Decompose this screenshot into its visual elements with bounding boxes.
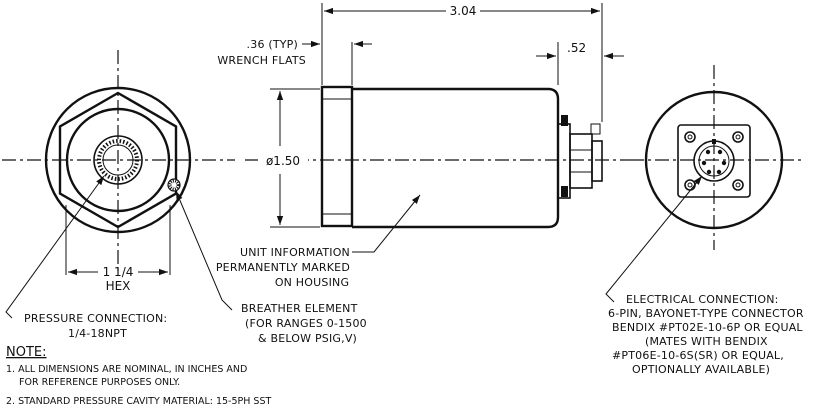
electrical-connection-label: ELECTRICAL CONNECTION: xyxy=(626,293,779,306)
hex-size-label: 1 1/4 xyxy=(103,265,134,279)
pressure-connection-label: PRESSURE CONNECTION: xyxy=(24,312,167,325)
hex-fitting-section xyxy=(320,85,354,228)
side-view xyxy=(245,85,630,229)
connector-screw-bottom xyxy=(561,186,568,197)
diameter-dimension: ø1.50 xyxy=(258,88,320,228)
breather-element-label: BREATHER ELEMENT xyxy=(241,302,358,315)
electrical-optional: OPTIONALLY AVAILABLE) xyxy=(632,363,770,376)
electrical-connection-callout: ELECTRICAL CONNECTION: 6-PIN, BAYONET-TY… xyxy=(605,175,804,376)
connector-pin xyxy=(717,149,723,155)
housing-body xyxy=(352,87,560,229)
flange-screw-bottom-left xyxy=(684,179,696,191)
unit-information-callout: UNIT INFORMATION PERMANENTLY MARKED ON H… xyxy=(216,194,421,289)
note-1-line-2: FOR REFERENCE PURPOSES ONLY. xyxy=(19,377,180,388)
hex-inner-circle xyxy=(65,107,171,213)
unit-info-line-1: UNIT INFORMATION xyxy=(240,246,350,259)
connector-plug xyxy=(591,140,603,182)
notes-heading: NOTE: xyxy=(6,345,47,360)
electrical-connector-part: BENDIX #PT02E-10-6P OR EQUAL xyxy=(612,321,803,334)
note-2: 2. STANDARD PRESSURE CAVITY MATERIAL: 15… xyxy=(6,396,271,407)
hex-end-view xyxy=(2,50,235,275)
wrench-flats-label: WRENCH FLATS xyxy=(217,54,306,67)
breather-element-psig: & BELOW PSIG,V) xyxy=(258,332,357,345)
connector-length-dimension: .52 xyxy=(536,41,624,85)
pressure-connection-thread: 1/4-18NPT xyxy=(68,327,127,340)
flange-screw-top-right xyxy=(732,131,744,143)
breather-element-callout: BREATHER ELEMENT (FOR RANGES 0-1500 & BE… xyxy=(175,190,367,345)
connector-key xyxy=(712,139,716,144)
connector-pin xyxy=(721,160,727,166)
note-1-line-1: 1. ALL DIMENSIONS ARE NOMINAL, IN INCHES… xyxy=(6,364,247,375)
connector-pin xyxy=(701,160,707,166)
diameter-label: ø1.50 xyxy=(266,154,300,168)
pressure-connection-callout: PRESSURE CONNECTION: 1/4-18NPT xyxy=(5,175,167,340)
connector-pin xyxy=(706,169,712,175)
connector-end-view xyxy=(630,65,805,250)
connector-square-flange xyxy=(677,124,751,198)
electrical-mating-part: #PT06E-10-6S(SR) OR EQUAL, xyxy=(612,349,784,362)
notes-block: NOTE: 1. ALL DIMENSIONS ARE NOMINAL, IN … xyxy=(6,345,271,407)
hex-label: HEX xyxy=(106,279,131,293)
housing-outline-circle xyxy=(44,86,192,234)
electrical-connector-type: 6-PIN, BAYONET-TYPE CONNECTOR xyxy=(608,307,804,320)
wrench-flats-size: .36 (TYP) xyxy=(247,38,298,51)
wrench-flats-dimension: .36 (TYP) WRENCH FLATS xyxy=(217,38,372,85)
connector-screw-top xyxy=(561,115,568,126)
overall-length-dimension: 3.04 xyxy=(321,3,603,122)
unit-info-line-2: PERMANENTLY MARKED xyxy=(216,261,350,274)
npt-thread-ring xyxy=(97,139,139,181)
connector-bayonet-pin xyxy=(590,123,601,135)
unit-info-line-3: ON HOUSING xyxy=(275,276,349,289)
pressure-port-outer xyxy=(93,135,143,185)
flange-screw-top-left xyxy=(684,131,696,143)
flange-screw-bottom-right xyxy=(732,179,744,191)
electrical-mates-with: (MATES WITH BENDIX xyxy=(645,335,768,348)
overall-length-label: 3.04 xyxy=(450,4,477,18)
connector-length-label: .52 xyxy=(567,41,586,55)
connector-end-outline-circle xyxy=(644,90,784,230)
breather-element-range: (FOR RANGES 0-1500 xyxy=(245,317,367,330)
connector-pin xyxy=(716,169,722,175)
connector-shell xyxy=(569,133,593,189)
pressure-port-inner xyxy=(102,144,134,176)
hex-outline xyxy=(58,91,178,229)
connector-pin xyxy=(705,149,711,155)
hex-dimension: 1 1/4 HEX xyxy=(65,205,171,293)
